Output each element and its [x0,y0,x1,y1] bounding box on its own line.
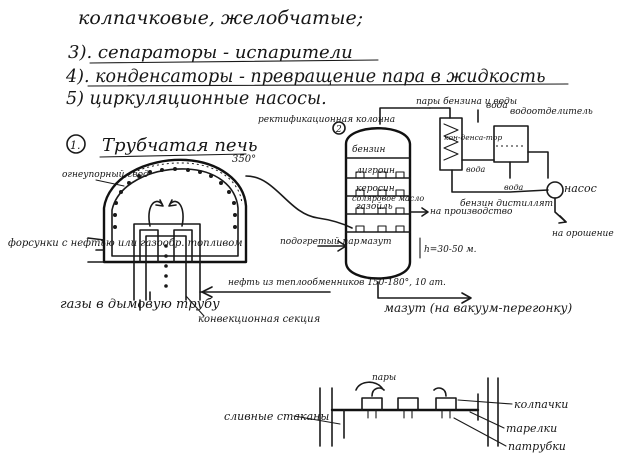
fraction-mazut: мазут [360,237,392,247]
pump-label: насос [564,182,597,195]
column-number: 2 [335,125,342,135]
caps-label: колпачки [514,398,568,411]
section-title-underline [99,153,247,158]
convection-tubes [164,244,168,288]
oil-inlet-label: нефть из теплообменников 150-180°, 10 ат… [228,277,446,288]
column-top-outlet [379,107,431,125]
vault-label: огнеупорный свод [62,170,149,180]
top-vapors-label: пары бензина и воды [416,96,517,107]
note-line-1: колпачковые, желобчатые; [78,7,363,29]
oil-inlet-arrow [201,286,213,298]
burner-1 [87,237,105,241]
pump-outlet [554,197,567,223]
bubble-cap-3 [435,397,457,411]
note-underline-3 [87,83,569,87]
gasoline-out-label: бензин дистиллят [460,198,553,209]
tray-detail [319,377,499,447]
burners-label: форсунки с нефтью или газообр. топливом [8,238,243,249]
solar-oil-label: соляровое масло [352,194,424,203]
production-label: на производство [430,207,513,217]
separator-body [493,125,529,163]
section-number-circle [66,134,86,154]
bubble-cap-1 [361,397,383,411]
flue-gas-label: газы в дымовую трубу [60,297,220,312]
condenser-label: кон-денса-тор [444,133,502,142]
section-title: Трубчатая печь [102,135,258,156]
plates-label: тарелки [506,422,557,435]
separator-label: водоотделитель [510,107,593,117]
fraction-gasoil: газойль [356,202,393,212]
water-out-label: вода [504,183,524,192]
right-burner-channel [173,229,193,263]
convection-shaft-inner [145,235,187,301]
vapors-label: пары [372,373,396,383]
section-number: 1. [70,139,81,152]
note-line-2: 3). сепараторы - испарители [68,42,353,63]
residue-outlet [377,281,471,299]
condenser-water-in: вода [466,165,486,174]
flow-arrow-right [169,200,184,227]
bubble-cap-2 [397,397,419,411]
column-name-label: ректификационная колонна [258,115,395,125]
note-line-4: 5) циркуляционные насосы. [66,89,327,109]
convection-shaft [133,223,201,301]
gasoline-line [527,151,549,179]
condenser-body [439,117,463,171]
note-line-3: 4). конденсаторы - превращение пара в жи… [65,67,546,87]
note-underline-2 [89,59,379,64]
tube-furnace [87,158,331,311]
furnace-outer-wall [102,158,248,264]
height-label: h=30-50 м. [424,245,477,255]
overflow-label: сливные стаканы [224,410,329,423]
condenser-coil [443,123,459,161]
fraction-ligroin: лигроин [356,166,395,176]
residue-label: мазут (на вакуум-перегонку) [384,301,573,315]
furnace-temp: 350° [232,154,256,165]
nozzles [367,409,451,419]
flow-arrow-left [148,200,163,227]
transfer-line [245,175,353,229]
irrigation-label: на орошение [552,229,614,239]
fraction-kerosene: керосин [356,184,395,194]
vault-hatching [107,162,243,205]
column-shell [344,127,412,280]
fraction-gasoline: бензин [352,144,385,155]
steam-label: подогретый пар [280,237,360,247]
left-burner-channel [139,229,159,263]
furnace-inner-wall [111,168,239,257]
column-number-circle [332,121,346,135]
condenser-water-label: вода [486,101,508,111]
convection-label: конвекционная секция [198,314,320,325]
rectification-column [317,107,472,304]
radiant-tubes [113,167,237,229]
nozzles-label: патрубки [508,440,566,453]
pump-icon [546,181,564,199]
condenser-unit [429,107,567,224]
flue-outlet [139,291,151,311]
